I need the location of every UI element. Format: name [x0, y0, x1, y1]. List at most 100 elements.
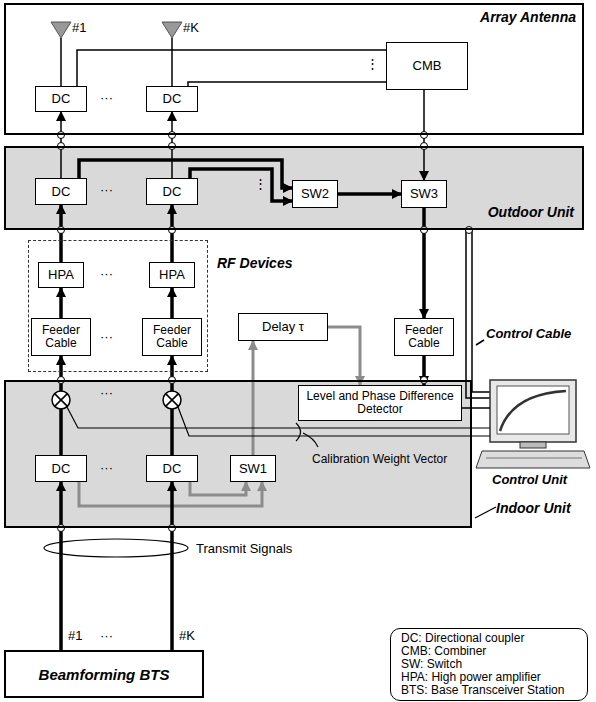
leader-line: [475, 507, 496, 518]
outdoor-ground: [4, 146, 584, 230]
component-box: Delay τ: [238, 313, 328, 341]
callout-label: ···: [100, 182, 113, 197]
callout-label: #1: [72, 20, 86, 35]
unit-region: RF DevicesHPAHPAFeeder CableFeeder Cable: [28, 240, 208, 372]
weight-wire: [296, 423, 301, 441]
callout-label: ⋮: [254, 176, 267, 191]
multiplier-symbol: [55, 394, 68, 407]
component-box: SW2: [292, 180, 338, 208]
signal-path: [188, 82, 386, 86]
multiplier-symbol: [166, 394, 179, 407]
signal-bracket: [44, 539, 188, 557]
port-circle: [466, 227, 473, 234]
box-label: SW1: [239, 462, 267, 476]
legend-entry: DC: Directional coupler: [401, 632, 577, 645]
component-box: HPA: [38, 262, 84, 288]
unit-region: Array AntennaDCDCCMB: [4, 3, 584, 135]
legend-entry: SW: Switch: [401, 658, 577, 671]
port-circle: [58, 132, 65, 139]
signal-path: [59, 288, 63, 318]
computer-icon: [476, 451, 590, 468]
port-circle: [421, 227, 428, 234]
port-circle: [421, 132, 428, 139]
component-box: Level and Phase Difference Detector: [298, 385, 462, 421]
component-box: SW1: [230, 455, 276, 482]
signal-bracket: [44, 539, 188, 557]
component-box: DC: [146, 86, 198, 112]
box-label: DC: [52, 92, 71, 106]
box-label: SW3: [410, 187, 438, 201]
callout-label: #1: [68, 628, 82, 643]
computer-icon: [520, 442, 546, 448]
antenna-feed: [61, 38, 172, 86]
legend-box: DC: Directional couplerCMB: CombinerSW: …: [390, 628, 588, 701]
callout-label: ···: [100, 460, 113, 475]
callout-label: #K: [183, 20, 199, 35]
box-label: DC: [52, 462, 71, 476]
reference-path: [190, 482, 246, 495]
leader-line: [475, 507, 496, 518]
callout-label: ···: [100, 90, 113, 105]
box-label: Feeder Cable: [143, 324, 201, 350]
antenna-feed: [171, 38, 173, 86]
callout-label: ⋮: [366, 56, 379, 71]
computer-icon: [490, 380, 576, 442]
control-cable: [466, 230, 490, 398]
reference-path: [328, 327, 360, 385]
box-label: DC: [52, 185, 71, 199]
callout-label: #K: [179, 628, 195, 643]
port-circle: [58, 525, 65, 532]
box-label: Delay τ: [262, 320, 304, 334]
component-box: DC: [35, 178, 87, 205]
box-label: Feeder Cable: [32, 324, 90, 350]
antenna-symbol: [51, 22, 182, 38]
port-circle: [58, 132, 473, 532]
callout-label: ···: [100, 385, 113, 400]
box-label: DC: [163, 185, 182, 199]
multiplier-symbol: [166, 394, 179, 407]
port-circle: [169, 132, 176, 139]
weight-wire: [303, 433, 318, 447]
port-circle: [169, 227, 176, 234]
computer-icon: [500, 391, 566, 431]
component-box: Feeder Cable: [142, 318, 202, 356]
computer-icon: [497, 386, 569, 434]
multiplier-symbol: [52, 391, 70, 409]
component-box: DC: [35, 86, 87, 112]
unit-region: Outdoor UnitDCDCSW2SW3: [4, 146, 584, 230]
box-label: Feeder Cable: [395, 324, 453, 350]
multiplier-symbol: [52, 391, 181, 409]
signal-path: [59, 482, 63, 650]
signal-path: [170, 288, 174, 318]
legend-entry: BTS: Base Transceiver Station: [401, 684, 577, 697]
antenna-symbol: [51, 22, 71, 38]
port-circle: [58, 227, 65, 234]
callout-label: Transmit Signals: [196, 541, 292, 556]
callout-label: Control Cable: [486, 326, 571, 341]
component-box: SW3: [401, 180, 447, 208]
multiplier-symbol: [55, 394, 68, 407]
box-label: DC: [163, 92, 182, 106]
box-label: DC: [163, 462, 182, 476]
box-label: Level and Phase Difference Detector: [299, 390, 461, 416]
detector-wire: [458, 407, 490, 409]
callout-label: ···: [100, 266, 113, 281]
reference-path: [252, 341, 255, 455]
component-box: CMB: [386, 42, 468, 90]
signal-path: [170, 482, 174, 650]
station-name: Beamforming BTS: [39, 666, 170, 683]
signal-path: [338, 192, 401, 196]
multiplier-symbol: [163, 391, 181, 409]
computer-icon: [476, 380, 590, 468]
box-label: SW2: [301, 187, 329, 201]
antenna-symbol: [162, 22, 182, 38]
callout-label: Calibration Weight Vector: [312, 452, 462, 466]
port-circle: [169, 525, 176, 532]
signal-path: [77, 50, 386, 86]
box-label: HPA: [48, 268, 74, 282]
box-label: HPA: [159, 268, 185, 282]
legend-entry: CMB: Combiner: [401, 645, 577, 658]
component-box: DC: [146, 178, 198, 205]
